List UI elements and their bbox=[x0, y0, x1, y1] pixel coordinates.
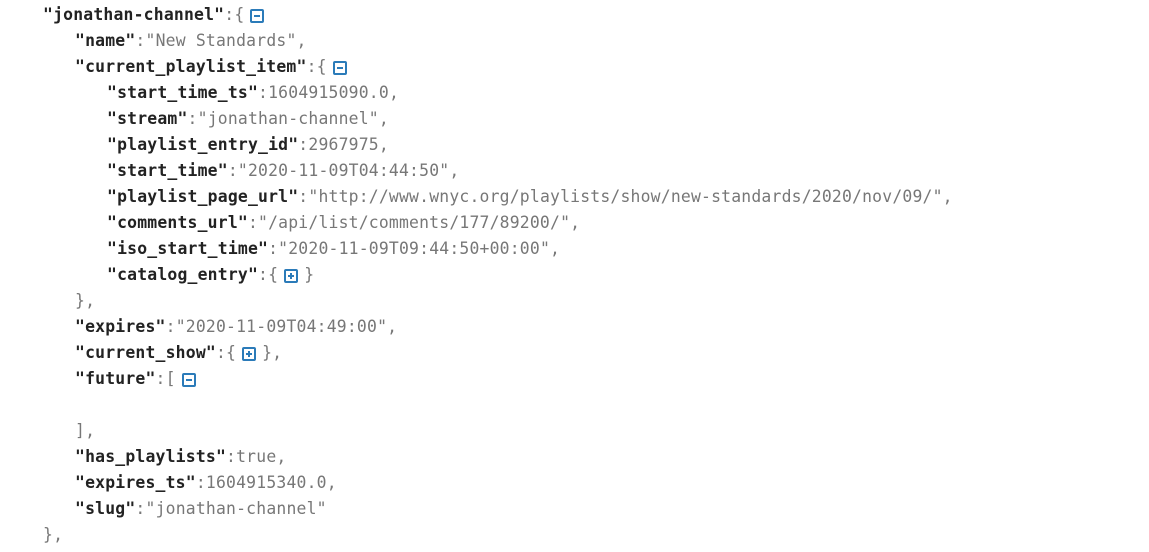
json-key: "name" bbox=[75, 31, 136, 50]
colon: : bbox=[165, 317, 176, 336]
close-bracket: ], bbox=[75, 421, 96, 440]
json-line: "start_time":"2020-11-09T04:44:50", bbox=[0, 158, 1149, 184]
json-value: "jonathan-channel" bbox=[197, 109, 379, 128]
suffix: , bbox=[276, 447, 287, 466]
json-line: "start_time_ts":1604915090.0, bbox=[0, 80, 1149, 106]
json-value: "2020-11-09T04:49:00" bbox=[175, 317, 388, 336]
json-line: "comments_url":"/api/list/comments/177/8… bbox=[0, 210, 1149, 236]
expand-icon[interactable] bbox=[242, 347, 257, 361]
colon: : bbox=[298, 187, 309, 206]
json-key: "playlist_page_url" bbox=[107, 187, 299, 206]
colon: : bbox=[258, 83, 269, 102]
json-line: "stream":"jonathan-channel", bbox=[0, 106, 1149, 132]
json-key: "slug" bbox=[75, 499, 136, 518]
json-key: "future" bbox=[75, 369, 156, 388]
close-bracket: }, bbox=[75, 291, 96, 310]
json-key: "jonathan-channel" bbox=[43, 5, 225, 24]
json-line: }, bbox=[0, 288, 1149, 314]
json-value: "2020-11-09T04:44:50" bbox=[237, 161, 450, 180]
suffix: , bbox=[388, 83, 400, 102]
suffix: , bbox=[387, 317, 398, 336]
colon: : bbox=[135, 499, 146, 518]
colon: : bbox=[268, 239, 279, 258]
json-line: "future":[ bbox=[0, 366, 1149, 392]
collapse-icon[interactable] bbox=[332, 61, 347, 75]
json-line: "playlist_entry_id":2967975, bbox=[0, 132, 1149, 158]
json-key: "start_time_ts" bbox=[107, 83, 259, 102]
json-line: }, bbox=[0, 522, 1149, 548]
json-line: "name":"New Standards", bbox=[0, 28, 1149, 54]
suffix: , bbox=[449, 161, 460, 180]
open-bracket: { bbox=[226, 343, 237, 362]
open-bracket: { bbox=[234, 5, 245, 24]
json-line: "jonathan-channel":{ bbox=[0, 2, 1149, 28]
colon: : bbox=[226, 447, 237, 466]
suffix: , bbox=[942, 187, 953, 206]
colon: : bbox=[258, 265, 269, 284]
colon: : bbox=[298, 135, 309, 154]
json-line: "slug":"jonathan-channel" bbox=[0, 496, 1149, 522]
collapse-icon[interactable] bbox=[250, 9, 265, 23]
json-value: "http://www.wnyc.org/playlists/show/new-… bbox=[308, 187, 943, 206]
suffix: , bbox=[326, 473, 337, 492]
json-key: "catalog_entry" bbox=[107, 265, 259, 284]
json-key: "expires" bbox=[75, 317, 166, 336]
json-value: "New Standards" bbox=[145, 31, 297, 50]
json-key: "current_show" bbox=[75, 343, 216, 362]
json-line: "has_playlists":true, bbox=[0, 444, 1149, 470]
json-value: "/api/list/comments/177/89200/" bbox=[258, 213, 571, 232]
suffix: , bbox=[296, 31, 307, 50]
colon: : bbox=[195, 473, 206, 492]
colon: : bbox=[215, 343, 227, 362]
json-key: "playlist_entry_id" bbox=[107, 135, 299, 154]
json-value: "2020-11-09T09:44:50+00:00" bbox=[278, 239, 551, 258]
json-line bbox=[0, 392, 1149, 418]
colon: : bbox=[227, 161, 238, 180]
open-bracket: [ bbox=[165, 369, 176, 388]
colon: : bbox=[247, 213, 259, 232]
json-key: "iso_start_time" bbox=[107, 239, 269, 258]
open-bracket: { bbox=[316, 57, 327, 76]
json-line: ], bbox=[0, 418, 1149, 444]
colon: : bbox=[187, 109, 198, 128]
json-key: "stream" bbox=[107, 109, 188, 128]
suffix: }, bbox=[262, 343, 283, 362]
json-line: "current_show":{}, bbox=[0, 340, 1149, 366]
json-line: "iso_start_time":"2020-11-09T09:44:50+00… bbox=[0, 236, 1149, 262]
expand-icon[interactable] bbox=[284, 269, 299, 283]
json-line: "catalog_entry":{} bbox=[0, 262, 1149, 288]
json-key: "has_playlists" bbox=[75, 447, 227, 466]
colon: : bbox=[224, 5, 235, 24]
json-value: 2967975 bbox=[308, 135, 379, 154]
json-value: "jonathan-channel" bbox=[145, 499, 327, 518]
json-line: "expires_ts":1604915340.0, bbox=[0, 470, 1149, 496]
colon: : bbox=[135, 31, 146, 50]
json-line: "expires":"2020-11-09T04:49:00", bbox=[0, 314, 1149, 340]
json-value: true bbox=[236, 447, 277, 466]
suffix: } bbox=[304, 265, 315, 284]
json-key: "current_playlist_item" bbox=[75, 57, 307, 76]
json-value: 1604915340.0 bbox=[205, 473, 327, 492]
suffix: , bbox=[570, 213, 581, 232]
json-key: "start_time" bbox=[107, 161, 228, 180]
json-value: 1604915090.0 bbox=[268, 83, 389, 102]
json-line: "playlist_page_url":"http://www.wnyc.org… bbox=[0, 184, 1149, 210]
colon: : bbox=[306, 57, 317, 76]
suffix: , bbox=[378, 135, 389, 154]
colon: : bbox=[155, 369, 166, 388]
close-bracket: }, bbox=[43, 525, 64, 544]
suffix: , bbox=[550, 239, 561, 258]
json-key: "expires_ts" bbox=[75, 473, 196, 492]
json-line: "current_playlist_item":{ bbox=[0, 54, 1149, 80]
collapse-icon[interactable] bbox=[181, 373, 196, 387]
open-bracket: { bbox=[268, 265, 279, 284]
suffix: , bbox=[378, 109, 389, 128]
json-key: "comments_url" bbox=[107, 213, 248, 232]
